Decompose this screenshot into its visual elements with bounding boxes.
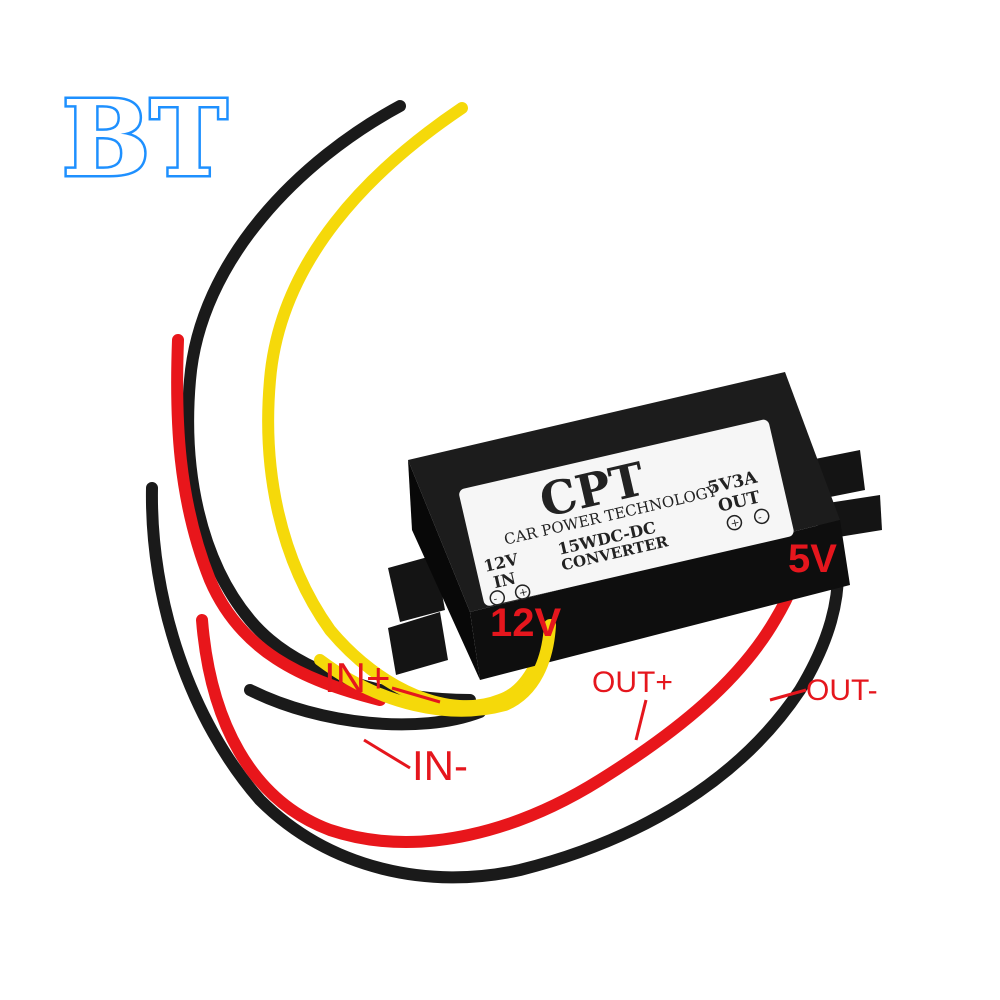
svg-text:+: +: [517, 585, 529, 600]
output-negative-icon: -: [753, 508, 770, 525]
leader-in-minus: [363, 738, 411, 770]
wire-black-in-front: [244, 684, 486, 731]
callout-5v: 5V: [788, 537, 837, 581]
label-background: [459, 419, 794, 606]
leader-out-minus: [769, 688, 807, 702]
wire-black-output: [145, 482, 845, 884]
callout-12v: 12V: [490, 601, 561, 645]
mount-tab-left: [388, 555, 445, 622]
wire-yellow: [262, 102, 554, 713]
wire-yellow-front: [314, 619, 556, 717]
housing-side: [408, 460, 480, 680]
callout-in-plus: IN+: [324, 654, 391, 701]
svg-text:-: -: [492, 592, 499, 606]
product-label: CPT CAR POWER TECHNOLOGY 12V IN 15WDC-DC…: [459, 419, 794, 606]
housing-front: [470, 520, 850, 680]
converter-housing: CPT CAR POWER TECHNOLOGY 12V IN 15WDC-DC…: [388, 372, 882, 680]
logo-text: BT: [62, 77, 227, 200]
wire-red-input: [171, 334, 386, 706]
callout-out-minus: OUT-: [806, 674, 878, 707]
input-positive-icon: +: [514, 584, 531, 600]
output-positive-icon: +: [726, 514, 743, 531]
bt-logo: BT: [60, 75, 230, 203]
callout-out-plus: OUT+: [592, 666, 673, 699]
front-wires: [244, 619, 556, 731]
wire-callouts: 12V 5V IN+ IN- OUT+ OUT-: [324, 537, 878, 789]
svg-text:-: -: [756, 511, 763, 525]
svg-text:+: +: [729, 516, 741, 531]
input-negative-icon: -: [489, 590, 506, 606]
leader-in-plus: [391, 686, 441, 704]
wire-red-output: [196, 549, 806, 848]
mount-tab-left-lower: [388, 612, 448, 675]
leader-out-plus: [634, 699, 648, 741]
callout-in-minus: IN-: [412, 742, 468, 789]
label-input: IN: [492, 569, 518, 592]
